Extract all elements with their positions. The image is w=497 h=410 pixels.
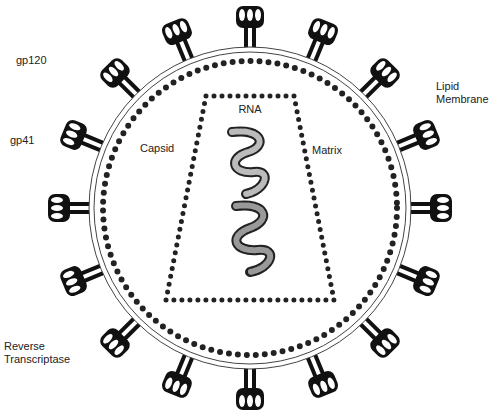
protein-label: gp41 bbox=[10, 134, 50, 147]
capsid-label: Capsid bbox=[140, 142, 186, 155]
membrane-label: Lipid Membrane bbox=[436, 80, 494, 106]
matrix-ring bbox=[103, 61, 397, 355]
lipid-membrane bbox=[89, 47, 411, 369]
enzyme-label: Reverse Transcriptase bbox=[4, 340, 88, 366]
rna-label: RNA bbox=[225, 103, 275, 116]
envelope-spikes bbox=[48, 6, 452, 410]
rna-strands bbox=[232, 131, 270, 272]
lipid-membrane-inner bbox=[94, 52, 406, 364]
matrix-label: Matrix bbox=[312, 144, 358, 157]
capsid-cone bbox=[166, 96, 334, 300]
protein-label: gp120 bbox=[16, 54, 66, 67]
